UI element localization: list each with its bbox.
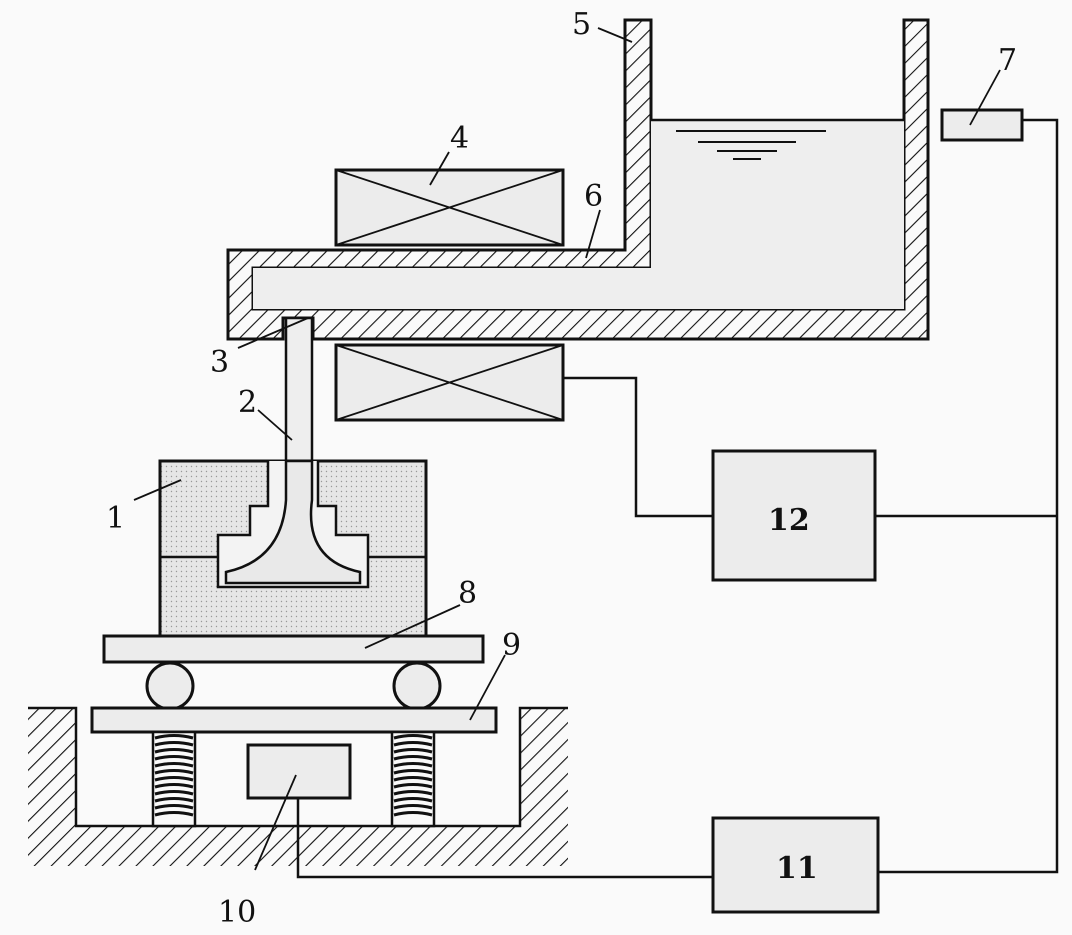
left-spring: [151, 730, 197, 828]
spring-coil: [154, 748, 194, 754]
casting-part: [224, 459, 362, 585]
liquid-level-mark: [676, 130, 826, 160]
leader-7: [969, 69, 1001, 126]
spring-coil: [393, 755, 433, 761]
leader-8: [364, 604, 461, 649]
spring-coil: [393, 769, 433, 775]
leader-3: [237, 317, 309, 349]
spring-coil: [154, 776, 194, 782]
control-unit-12: [711, 449, 877, 582]
spring-coil: [393, 734, 433, 740]
spring-coil: [154, 811, 194, 817]
label-8: 8: [458, 576, 477, 611]
spring-coil: [393, 790, 433, 796]
wire-7-to-11: [878, 118, 1059, 874]
right-spring: [390, 730, 436, 828]
spring-coil: [154, 797, 194, 803]
wire-11-to-10: [296, 798, 713, 879]
spring-coil: [393, 804, 433, 810]
leader-5: [597, 27, 633, 43]
upper-coil: [334, 168, 565, 247]
label-4: 4: [450, 121, 469, 156]
spring-coil: [393, 776, 433, 782]
molten-metal: [253, 120, 904, 309]
label-5: 5: [572, 7, 591, 42]
label-7: 7: [998, 43, 1017, 78]
label-10: 10: [218, 895, 256, 930]
leader-4: [429, 151, 450, 186]
wire-coil-to-12: [563, 376, 713, 518]
lower-platform: [90, 706, 498, 734]
spring-coil: [154, 755, 194, 761]
spring-coil: [154, 734, 194, 740]
spring-coil: [393, 797, 433, 803]
label-3: 3: [210, 345, 229, 380]
upper-platform: [102, 634, 485, 664]
leader-2: [257, 409, 293, 441]
lower-coil: [334, 343, 565, 422]
spring-coil: [393, 783, 433, 789]
leader-10: [254, 774, 297, 871]
vibration-sensor: [246, 743, 352, 800]
spring-coil: [393, 748, 433, 754]
spring-coil: [154, 769, 194, 775]
control-unit-11: [711, 816, 880, 914]
level-sensor: [940, 108, 1024, 142]
leader-6: [585, 209, 601, 259]
label-11: 11: [776, 851, 818, 886]
label-2: 2: [238, 385, 257, 420]
label-1: 1: [106, 501, 125, 536]
label-6: 6: [584, 179, 603, 214]
spring-coil: [154, 762, 194, 768]
spring-coil: [154, 783, 194, 789]
label-9: 9: [502, 628, 521, 663]
mold: [158, 459, 428, 638]
left-roller: [145, 661, 195, 711]
spring-coil: [393, 811, 433, 817]
spring-coil: [154, 804, 194, 810]
spring-coil: [393, 741, 433, 747]
spring-coil: [154, 741, 194, 747]
spring-coil: [393, 762, 433, 768]
right-roller: [392, 661, 442, 711]
label-12: 12: [768, 503, 810, 538]
spring-coil: [154, 790, 194, 796]
leader-1: [133, 479, 182, 501]
leader-9: [469, 654, 506, 721]
